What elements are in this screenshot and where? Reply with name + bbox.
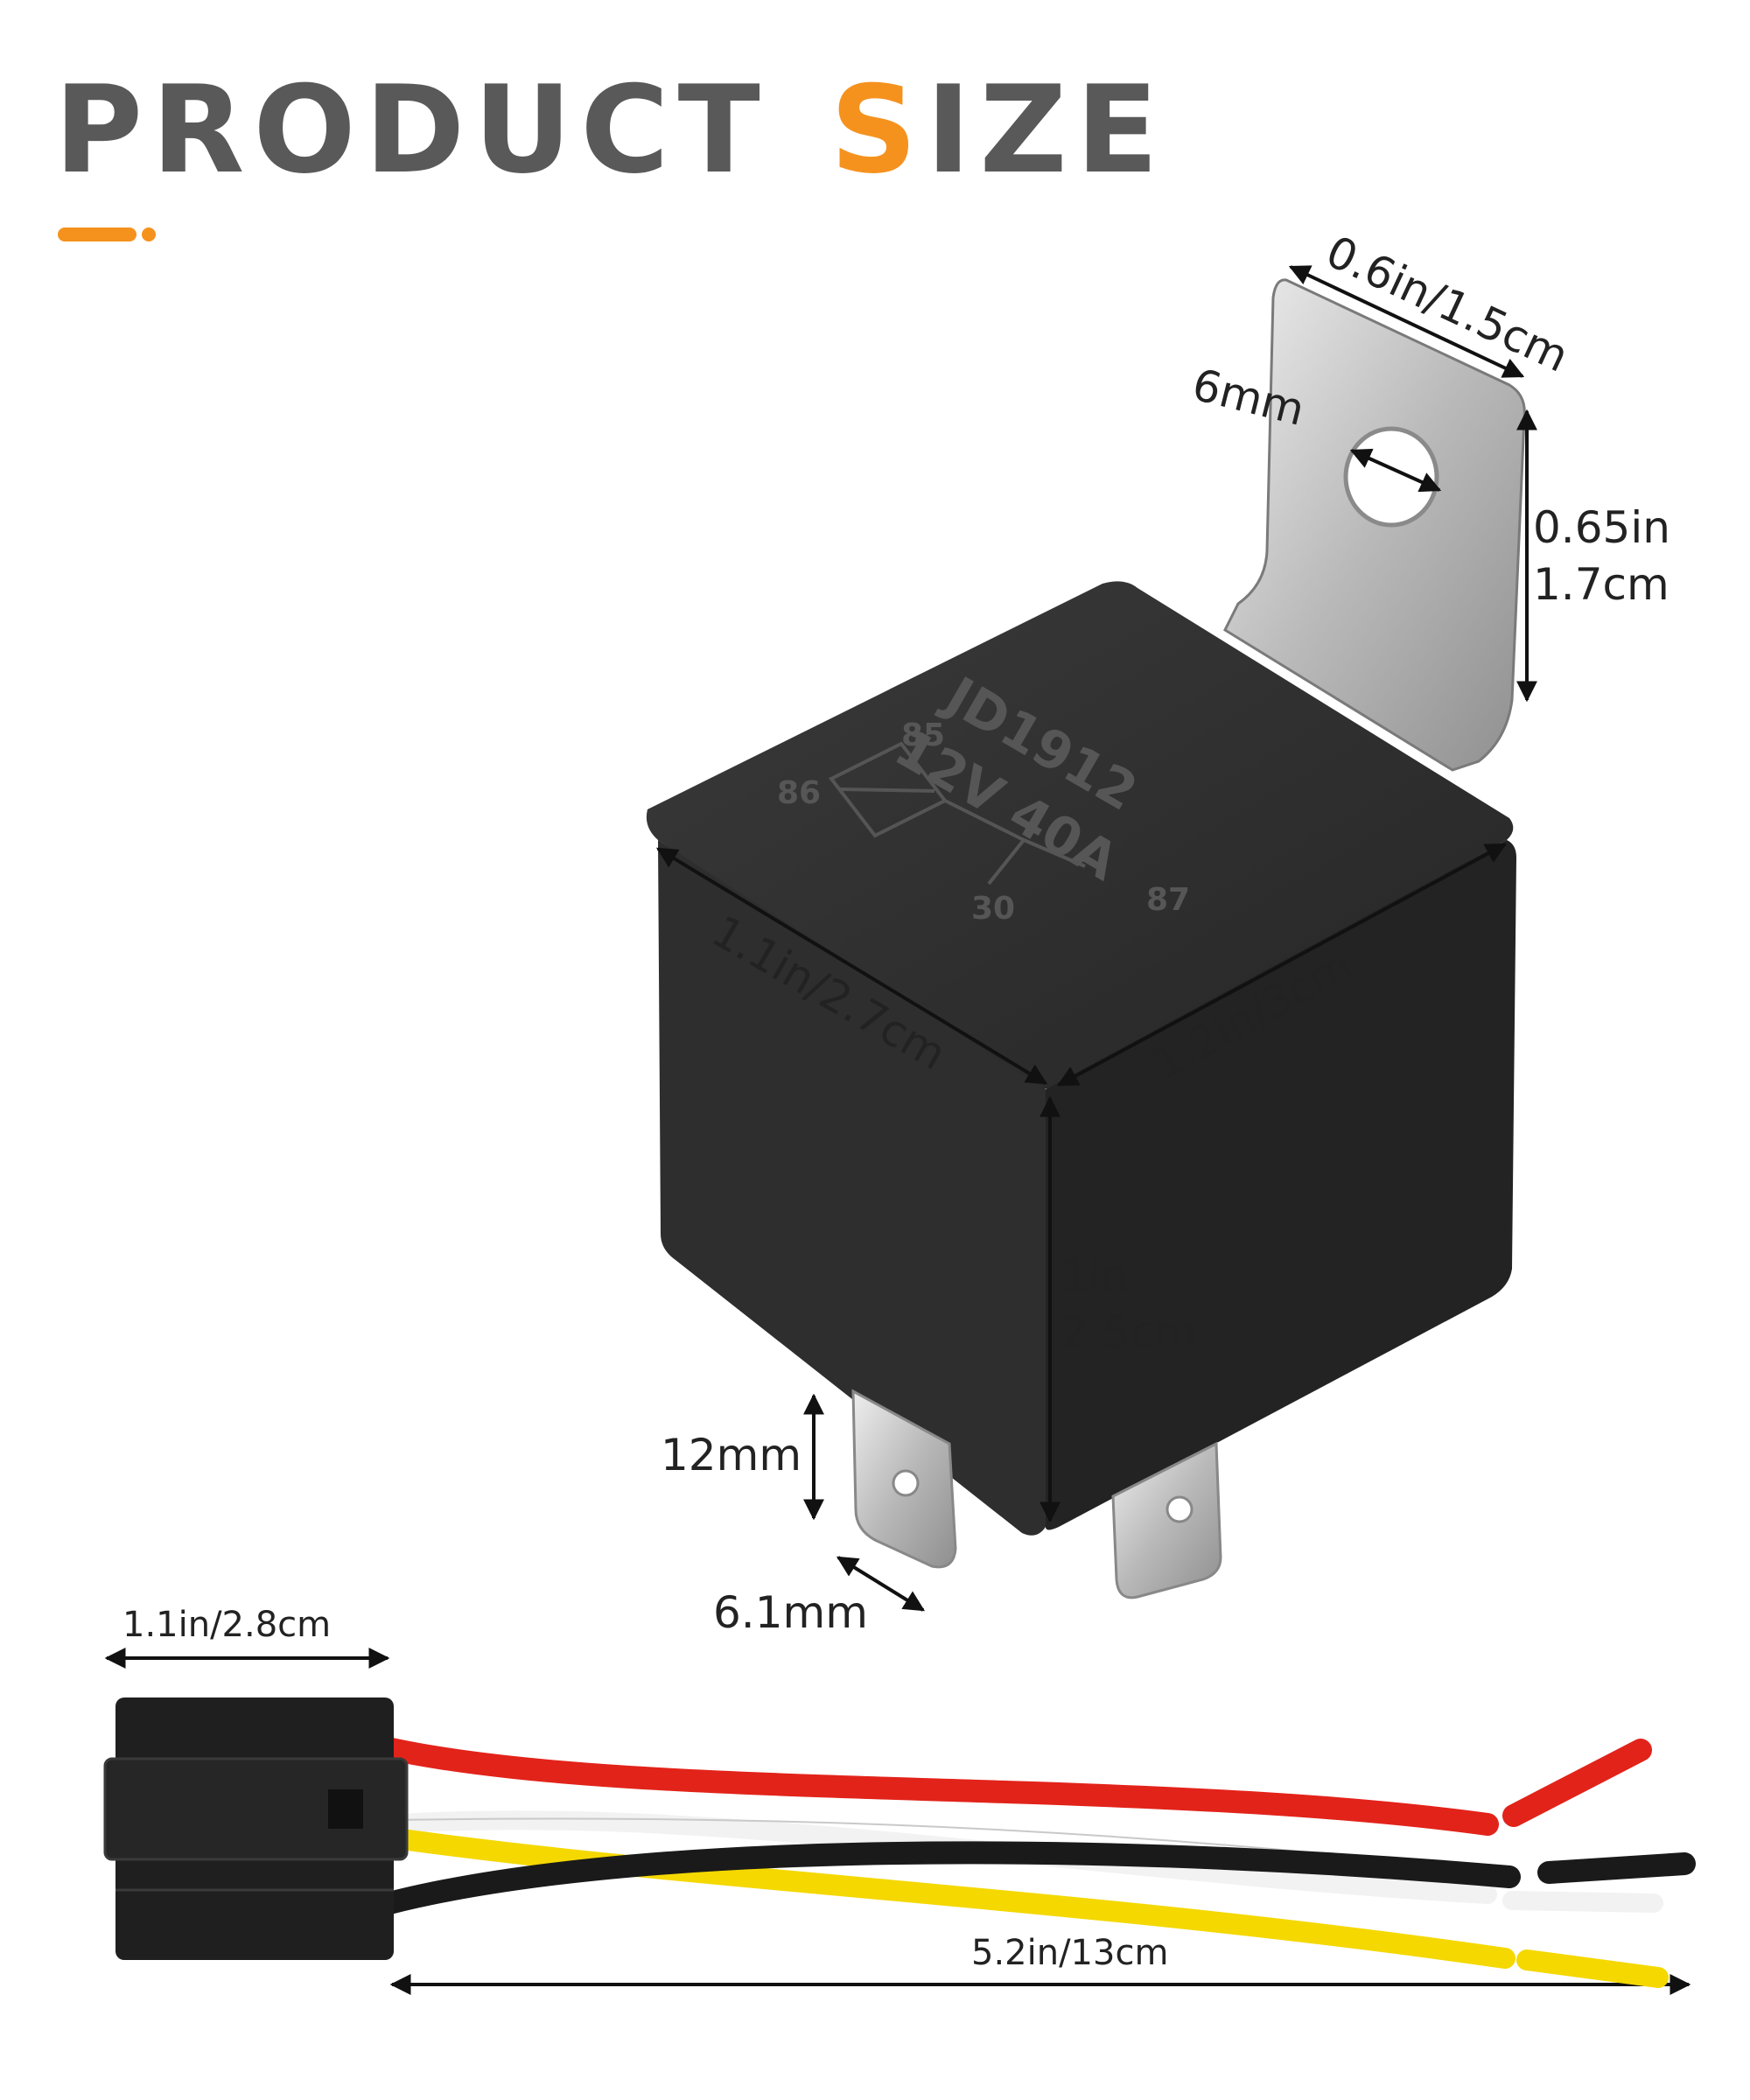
red-wire-tip bbox=[1502, 1739, 1652, 1827]
black-wire bbox=[378, 1841, 1521, 1914]
bracket-hole bbox=[1343, 426, 1439, 528]
title-main: PRODUCT bbox=[54, 60, 769, 200]
height-in-label: 1in bbox=[1060, 1250, 1128, 1301]
socket-latch bbox=[328, 1789, 363, 1829]
wire-harness bbox=[365, 1734, 1696, 1988]
pin-width-label: 6.1mm bbox=[713, 1587, 868, 1638]
relay-body: JD1912 12V 40A 85 86 30 87 bbox=[646, 581, 1516, 1536]
pin-30-label: 30 bbox=[971, 891, 1015, 927]
title-accent-letter: S bbox=[830, 60, 927, 200]
height-cm-label: 2.5cm bbox=[1060, 1307, 1197, 1358]
pin-length-label: 12mm bbox=[661, 1430, 802, 1480]
pin-87-label: 87 bbox=[1146, 882, 1190, 918]
harness-length-label: 5.2in/13cm bbox=[971, 1933, 1168, 1973]
yellow-wire-tip bbox=[1516, 1950, 1669, 1988]
accent-underline-bar bbox=[58, 228, 136, 242]
connector-socket bbox=[103, 1698, 409, 1960]
pin-86-label: 86 bbox=[777, 775, 821, 811]
relay-terminals bbox=[851, 1389, 1222, 1600]
dimension-arrows bbox=[104, 265, 1691, 1995]
black-wire-tip bbox=[1537, 1852, 1696, 1884]
title-rest: IZE bbox=[926, 60, 1167, 200]
yellow-wire bbox=[379, 1827, 1516, 1969]
accent-underline-dot bbox=[142, 228, 156, 242]
socket-width-label: 1.1in/2.8cm bbox=[122, 1605, 331, 1645]
pin-85-label: 85 bbox=[901, 718, 945, 753]
white-wire-tip bbox=[1502, 1891, 1663, 1913]
bracket-height-in-label: 0.65in bbox=[1533, 502, 1670, 553]
bracket-height-cm-label: 1.7cm bbox=[1533, 559, 1670, 610]
red-wire bbox=[365, 1734, 1499, 1836]
